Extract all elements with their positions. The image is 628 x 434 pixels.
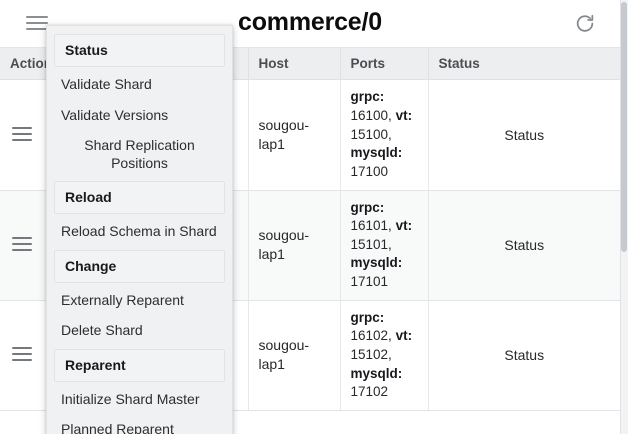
table-body: 100 sougou-lap1 grpc: 16100, vt: 15100, …	[0, 79, 620, 411]
hamburger-bar	[12, 346, 32, 349]
hamburger-icon[interactable]	[12, 126, 32, 141]
row-ports-cell: grpc: 16100, vt: 15100, mysqld: 17100	[340, 79, 429, 191]
menu-section-reload: Reload	[54, 181, 225, 214]
hamburger-icon[interactable]	[12, 346, 32, 361]
column-header-ports-label: Ports	[350, 55, 386, 71]
port-label-mysqld: mysqld:	[350, 365, 403, 381]
hamburger-bar	[12, 236, 32, 239]
menu-item-shard-replication-positions[interactable]: Shard Replication Positions	[84, 137, 195, 171]
hamburger-bar	[12, 358, 32, 361]
hamburger-bar	[12, 132, 32, 135]
column-header-host: Host	[248, 48, 341, 81]
column-header-actions-label: Actions	[10, 55, 58, 71]
port-value-mysqld: 17100	[350, 163, 389, 179]
column-header-status: Status	[428, 48, 620, 81]
port-value-grpc: 16102,	[350, 328, 392, 344]
hamburger-bar	[12, 138, 32, 141]
port-label-vt: vt:	[395, 218, 413, 234]
port-label-vt: vt:	[395, 108, 413, 124]
hamburger-bar	[12, 352, 32, 355]
vertical-scrollbar[interactable]	[620, 0, 628, 434]
scrollbar-thumb[interactable]	[621, 2, 627, 252]
hamburger-bar	[26, 22, 48, 24]
hamburger-bar	[26, 28, 48, 30]
row-ports-cell: grpc: 16102, vt: 15102, mysqld: 17102	[340, 300, 429, 411]
port-label-grpc: grpc:	[350, 199, 385, 215]
column-header-ports: Ports	[340, 48, 429, 81]
menu-item-validate-versions[interactable]: Validate Versions	[61, 106, 169, 123]
hamburger-bar	[26, 16, 48, 18]
menu-item-reload-schema-in-shard[interactable]: Reload Schema in Shard	[61, 223, 217, 239]
row-host-cell: sougou-lap1	[248, 79, 341, 191]
port-label-vt: vt:	[395, 328, 413, 344]
menu-item-delete-shard[interactable]: Delete Shard	[61, 322, 143, 338]
row-host-cell: sougou-lap1	[248, 300, 341, 411]
shard-actions-dropdown: Status Validate Shard Validate Versions …	[46, 25, 233, 434]
port-value-mysqld: 17102	[350, 384, 389, 400]
page-title: commerce/0	[238, 8, 382, 36]
column-header-host-label: Host	[258, 55, 289, 71]
port-value-grpc: 16100,	[350, 108, 392, 124]
menu-section-change: Change	[54, 249, 225, 283]
menu-item-planned-reparent[interactable]: Planned Reparent	[61, 421, 174, 434]
menu-section-status: Status	[54, 34, 225, 67]
row-ports-cell: grpc: 16101, vt: 15101, mysqld: 17101	[340, 190, 429, 301]
port-value-mysqld: 17101	[350, 274, 389, 290]
row-status-cell: Status	[428, 300, 620, 411]
port-value-vt: 15101,	[350, 236, 392, 252]
hamburger-bar	[12, 242, 32, 245]
menu-item-externally-reparent[interactable]: Externally Reparent	[61, 291, 184, 308]
hamburger-icon[interactable]	[12, 236, 32, 251]
row-status-cell: Status	[428, 190, 620, 301]
port-label-grpc: grpc:	[350, 89, 385, 105]
row-host-cell: sougou-lap1	[248, 190, 341, 301]
port-value-vt: 15100,	[350, 126, 392, 142]
menu-item-initialize-shard-master[interactable]: Initialize Shard Master	[61, 390, 200, 407]
port-label-mysqld: mysqld:	[350, 255, 403, 271]
menu-section-reparent: Reparent	[54, 348, 225, 382]
hamburger-bar	[12, 126, 32, 129]
port-value-vt: 15102,	[350, 346, 392, 362]
hamburger-bar	[12, 248, 32, 251]
port-value-grpc: 16101,	[350, 218, 392, 234]
column-header-status-label: Status	[438, 55, 480, 71]
port-label-grpc: grpc:	[350, 309, 385, 325]
menu-item-validate-shard[interactable]: Validate Shard	[61, 76, 152, 92]
hamburger-icon[interactable]	[26, 16, 48, 32]
refresh-icon[interactable]	[572, 11, 598, 37]
row-status-cell: Status	[428, 79, 620, 191]
port-label-mysqld: mysqld:	[350, 145, 403, 161]
